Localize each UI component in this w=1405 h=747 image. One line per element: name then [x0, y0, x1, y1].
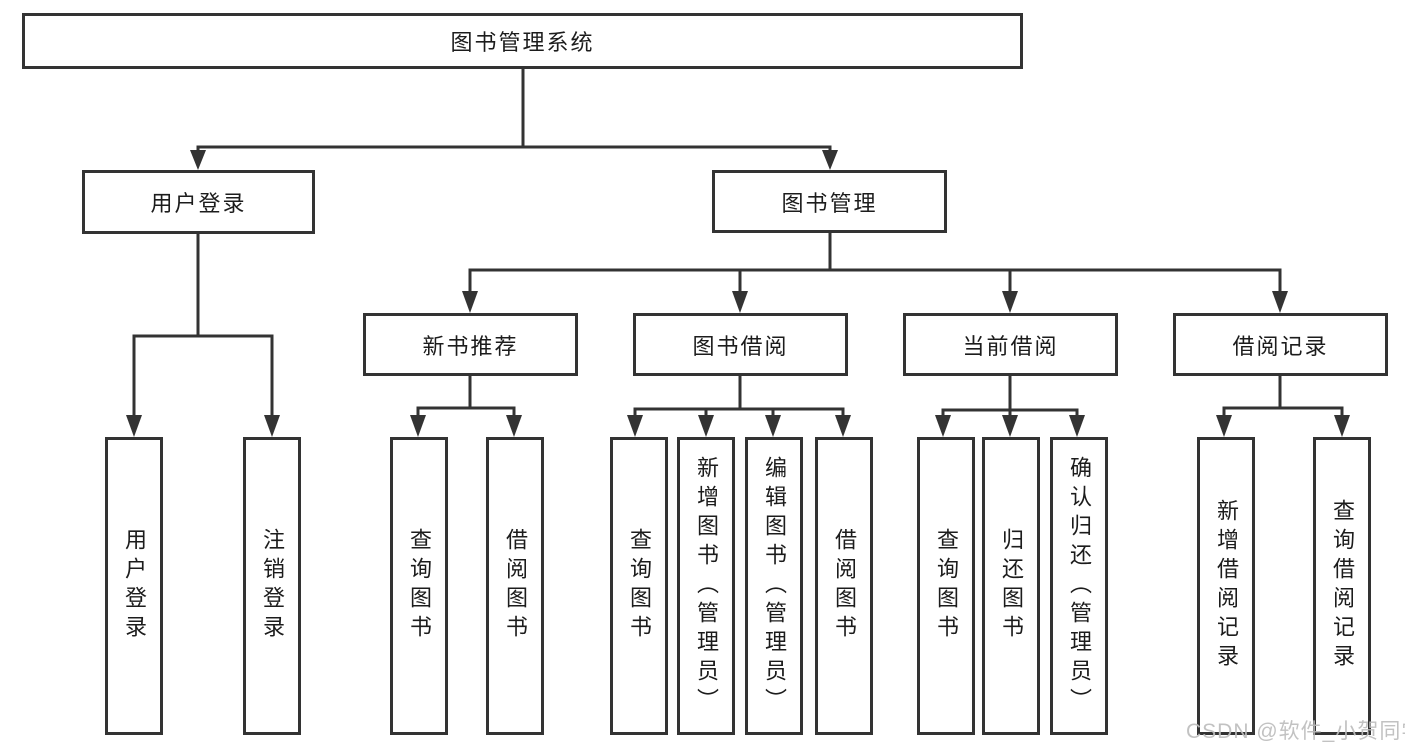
leaf-borrow-books-recommend: 借阅图书 [486, 437, 544, 735]
leaf-logout: 注销登录 [243, 437, 301, 735]
leaf-confirm-return-admin: 确认归还（管理员） [1050, 437, 1108, 735]
leaf-borrow-books: 借阅图书 [815, 437, 873, 735]
leaf-query-borrow-record: 查询借阅记录 [1313, 437, 1371, 735]
leaf-query-books-borrow: 查询图书 [610, 437, 668, 735]
node-library-management-system: 图书管理系统 [22, 13, 1023, 69]
node-book-borrow: 图书借阅 [633, 313, 848, 376]
node-borrow-records: 借阅记录 [1173, 313, 1388, 376]
leaf-add-books-admin: 新增图书（管理员） [677, 437, 735, 735]
leaf-query-books-current: 查询图书 [917, 437, 975, 735]
node-current-borrow: 当前借阅 [903, 313, 1118, 376]
arrowheads [126, 150, 1350, 437]
leaf-user-login: 用户登录 [105, 437, 163, 735]
node-new-book-recommend: 新书推荐 [363, 313, 578, 376]
node-book-management-branch: 图书管理 [712, 170, 947, 233]
csdn-watermark: CSDN @软件_小贺同学 [1186, 720, 1405, 743]
leaf-query-books-recommend: 查询图书 [390, 437, 448, 735]
node-user-login-branch: 用户登录 [82, 170, 315, 234]
leaf-add-borrow-record: 新增借阅记录 [1197, 437, 1255, 735]
leaf-return-books: 归还图书 [982, 437, 1040, 735]
leaf-edit-books-admin: 编辑图书（管理员） [745, 437, 803, 735]
